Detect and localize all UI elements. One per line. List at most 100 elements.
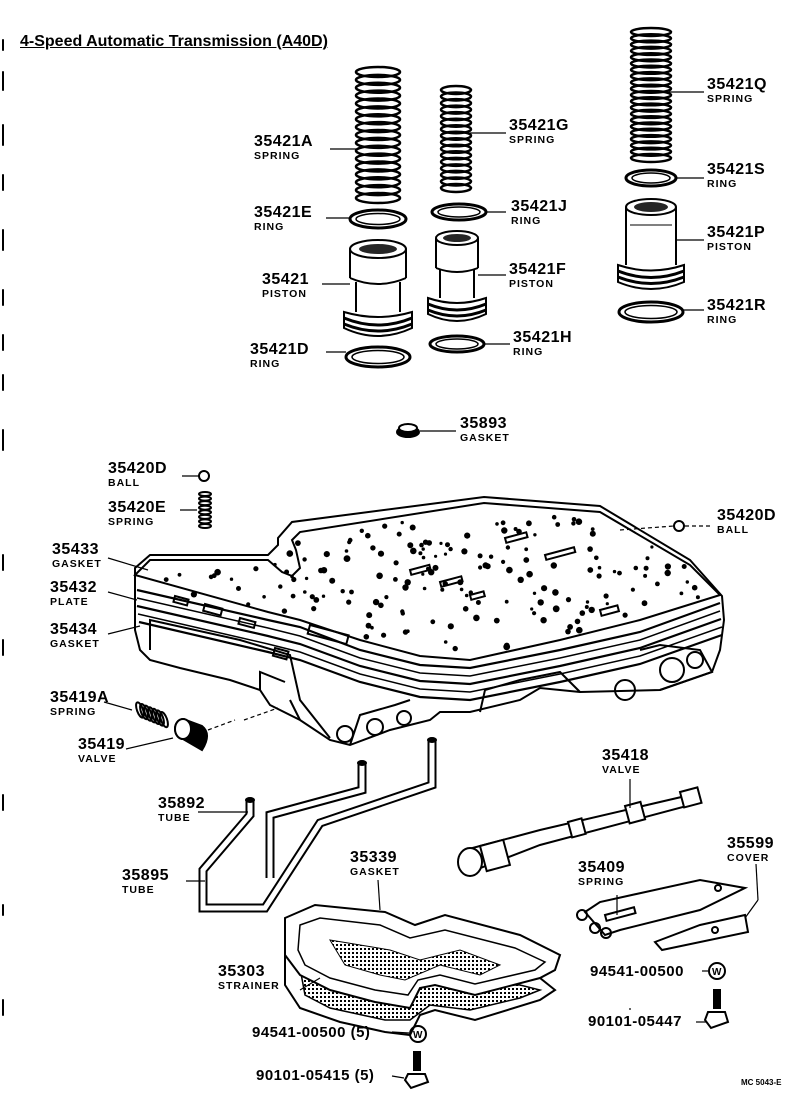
part-number: 35895 — [122, 867, 169, 884]
label-35421J: 35421J RING — [511, 199, 567, 227]
bolt-bottom-icon — [403, 1051, 430, 1090]
part-name: SPRING — [50, 706, 97, 718]
label-35421A: 35421A SPRING — [254, 134, 313, 162]
part-name: TUBE — [122, 884, 155, 896]
label-35421S: 35421S RING — [707, 162, 765, 190]
bolt-right-number: 90101-05447 — [588, 1013, 682, 1030]
part-name: RING — [511, 215, 542, 227]
part-name: PLATE — [50, 596, 89, 608]
spring-35421A — [354, 65, 402, 205]
part-number: 35421Q — [707, 76, 767, 93]
label-35421P: 35421P PISTON — [707, 225, 765, 253]
part-number: 35434 — [50, 621, 97, 638]
part-number: 35420E — [108, 499, 167, 516]
part-number: 35421J — [511, 198, 568, 215]
part-name: RING — [254, 221, 285, 233]
washer-right-number: 94541-00500 — [590, 963, 684, 980]
part-number: 35433 — [52, 541, 99, 558]
part-number: 35421F — [509, 261, 567, 278]
piston-35421F — [427, 230, 487, 322]
label-35420D-right: 35420D BALL — [717, 508, 776, 536]
piston-35421P — [617, 198, 685, 290]
label-35432: 35432 PLATE — [50, 580, 97, 608]
washer-bottom-icon: W — [409, 1025, 427, 1043]
part-number: 35421P — [707, 224, 766, 241]
ball-35420D-left — [198, 470, 210, 482]
part-name: BALL — [108, 477, 140, 489]
label-35892: 35892 TUBE — [158, 796, 205, 824]
part-number: 35599 — [727, 835, 774, 852]
washer-right-icon: W — [708, 962, 726, 980]
label-35421G: 35421G SPRING — [509, 118, 569, 146]
label-35599: 35599 COVER — [727, 836, 774, 864]
part-number: 35421E — [254, 204, 313, 221]
part-number: 35421D — [250, 341, 310, 358]
part-number: 35419 — [78, 736, 125, 753]
label-35409: 35409 SPRING — [578, 860, 625, 888]
label-35421F: 35421F PISTON — [509, 262, 566, 290]
label-35421D: 35421D RING — [250, 342, 309, 370]
part-name: VALVE — [78, 753, 117, 765]
ring-35421E — [348, 208, 408, 230]
label-35420D-left: 35420D BALL — [108, 461, 167, 489]
gasket-35893 — [396, 423, 420, 438]
svg-text:W: W — [413, 1030, 423, 1041]
part-name: PISTON — [509, 278, 554, 290]
label-35421Q: 35421Q SPRING — [707, 77, 767, 105]
label-35893: 35893 GASKET — [460, 416, 510, 444]
part-name: SPRING — [108, 516, 155, 528]
label-35421: 35421 PISTON — [262, 272, 309, 300]
diagram-code: MC 5043-E — [741, 1078, 782, 1087]
part-number: 35421H — [513, 329, 573, 346]
valve-body-assembly — [133, 495, 726, 747]
part-number: 35418 — [602, 747, 649, 764]
part-number: 35432 — [50, 579, 97, 596]
part-name: RING — [250, 358, 281, 370]
label-35421H: 35421H RING — [513, 330, 572, 358]
label-35418: 35418 VALVE — [602, 748, 649, 776]
part-name: GASKET — [350, 866, 400, 878]
leader-lines — [103, 91, 759, 1079]
part-number: 35339 — [350, 849, 397, 866]
label-35421R: 35421R RING — [707, 298, 766, 326]
label-35434: 35434 GASKET — [50, 622, 100, 650]
piston-35421 — [343, 239, 413, 337]
part-number: 35421 — [262, 271, 309, 288]
part-number: 35421R — [707, 297, 767, 314]
ring-35421S — [624, 168, 678, 188]
svg-text:W: W — [712, 967, 722, 978]
part-name: SPRING — [707, 93, 754, 105]
part-name: BALL — [717, 524, 749, 536]
tube-35895 — [198, 737, 437, 913]
ring-35421D — [344, 345, 412, 369]
label-35303: 35303 STRAINER — [218, 964, 280, 992]
part-name: SPRING — [578, 876, 625, 888]
part-name: GASKET — [460, 432, 510, 444]
spring-35421Q — [629, 26, 673, 164]
part-name: GASKET — [50, 638, 100, 650]
part-name: STRAINER — [218, 980, 280, 992]
label-35419A: 35419A SPRING — [50, 690, 109, 718]
washer-bottom-number: 94541-00500 (5) — [252, 1024, 371, 1041]
ring-35421R — [617, 300, 685, 324]
part-number: 35421S — [707, 161, 766, 178]
part-number: 35892 — [158, 795, 205, 812]
part-name: RING — [707, 178, 738, 190]
spring-35421G — [439, 84, 473, 194]
part-name: RING — [513, 346, 544, 358]
diagram-title: 4-Speed Automatic Transmission (A40D) — [20, 33, 328, 50]
part-number: 35893 — [460, 415, 507, 432]
cover-35599 — [653, 913, 750, 952]
spring-35419A — [135, 701, 169, 729]
part-name: PISTON — [707, 241, 752, 253]
part-name: RING — [707, 314, 738, 326]
label-35433: 35433 GASKET — [52, 542, 102, 570]
part-number: 35303 — [218, 963, 265, 980]
part-name: COVER — [727, 852, 770, 864]
ball-35420D-right — [673, 520, 685, 532]
label-35339: 35339 GASKET — [350, 850, 400, 878]
part-name: SPRING — [509, 134, 556, 146]
part-number: 35421A — [254, 133, 314, 150]
